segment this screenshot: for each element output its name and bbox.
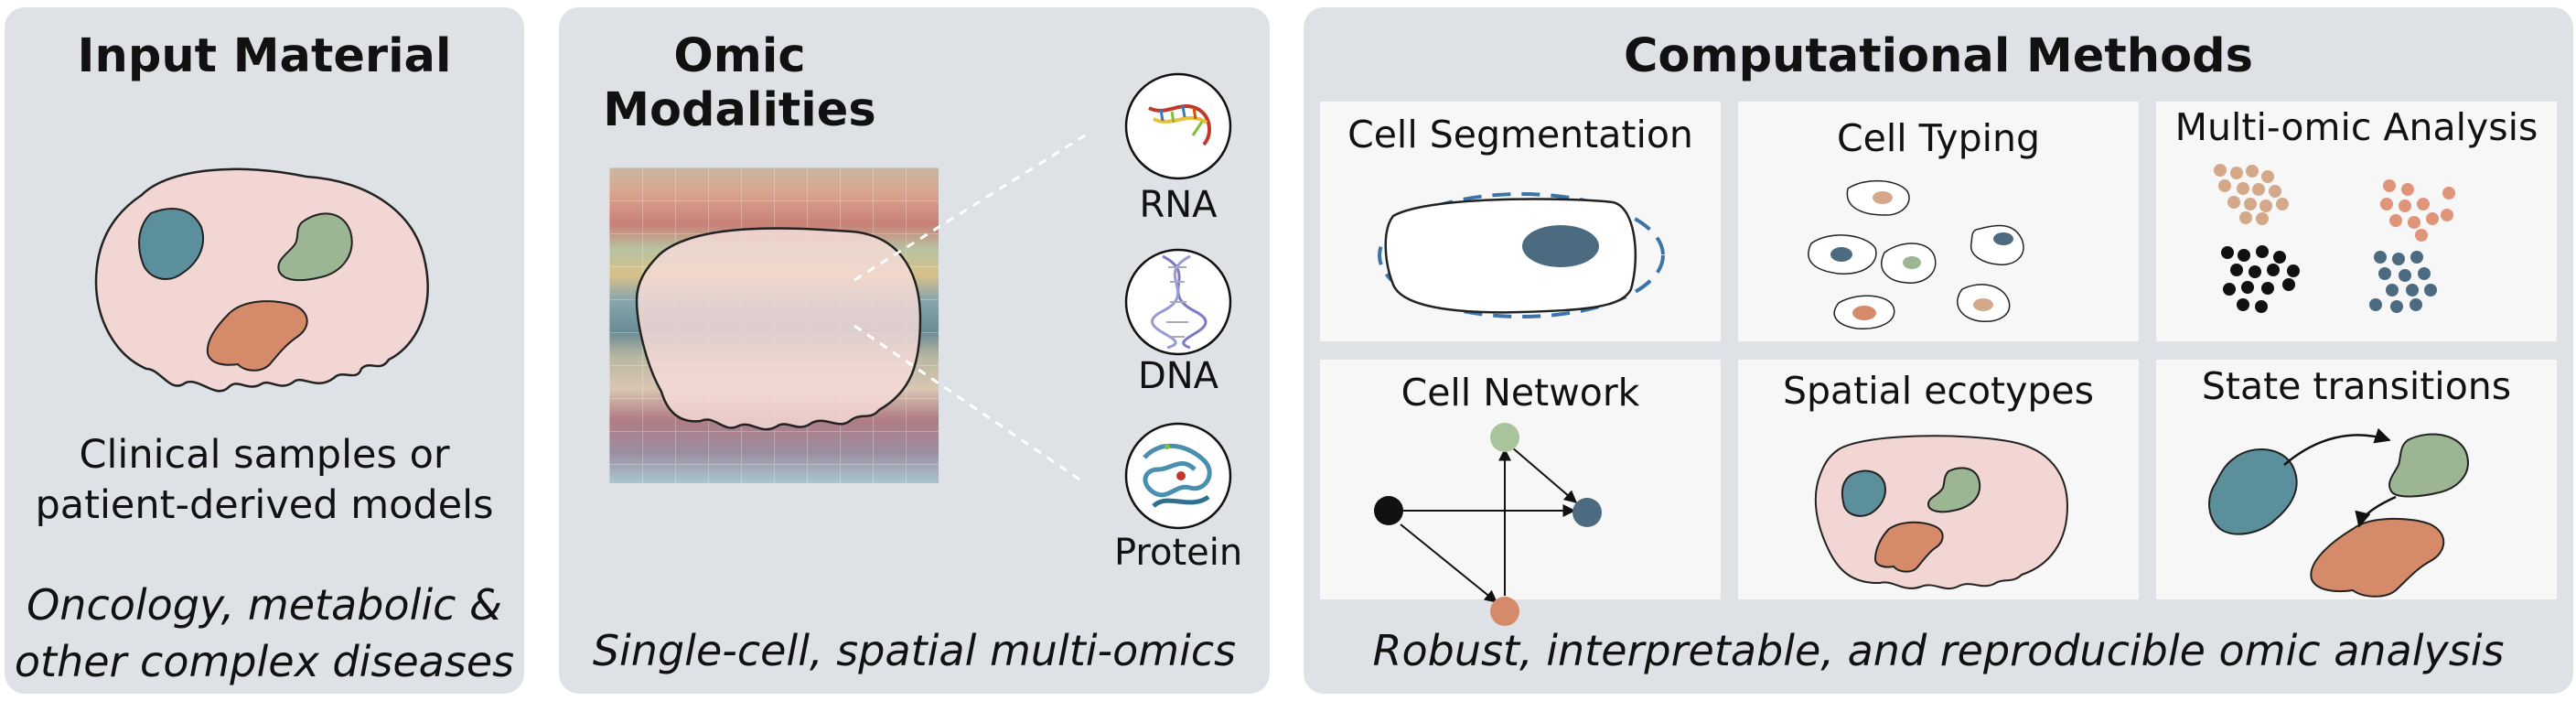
cluster-dot xyxy=(2418,267,2431,280)
multi-omic-cluster-illustration xyxy=(2214,164,2455,313)
cluster-dot xyxy=(2256,245,2269,258)
modality-label-rna: RNA xyxy=(1139,184,1218,226)
teal-region xyxy=(138,208,204,280)
cluster-dot xyxy=(2392,253,2405,265)
green-region xyxy=(277,212,353,282)
cluster-dot xyxy=(2238,249,2250,262)
cluster-dot xyxy=(2390,300,2403,313)
cluster-dot xyxy=(2246,165,2259,178)
cluster-dot xyxy=(2223,283,2236,296)
method-box-cell-network: Cell Network xyxy=(1320,360,1721,626)
cluster-dot xyxy=(2267,264,2280,276)
cluster-dot xyxy=(2239,211,2252,224)
cluster-dot xyxy=(2282,278,2295,291)
cluster-dot xyxy=(2252,183,2265,196)
cluster-dot xyxy=(2221,246,2234,259)
spatial-omics-grid-illustration xyxy=(609,72,1232,530)
method-label: Cell Typing xyxy=(1836,116,2041,160)
cluster-dot xyxy=(2374,251,2387,264)
cluster-dot xyxy=(2227,196,2240,209)
cluster-dot xyxy=(2237,298,2249,311)
cluster-dot xyxy=(2230,167,2243,179)
input-caption-line2: patient-derived models xyxy=(35,482,494,528)
input-footer-line2: other complex diseases xyxy=(14,637,515,686)
cluster-dot xyxy=(2237,182,2249,195)
cluster-dot xyxy=(2276,198,2289,210)
modality-label-dna: DNA xyxy=(1137,355,1219,397)
cluster-dot xyxy=(2380,198,2393,210)
cluster-dot xyxy=(2408,216,2420,229)
cluster-dot xyxy=(2410,251,2423,264)
omic-modalities-panel: Omic Modalities xyxy=(559,7,1270,694)
input-material-title: Input Material xyxy=(77,29,452,83)
cluster-dot xyxy=(2218,179,2231,192)
cluster-dot xyxy=(2244,198,2257,210)
cell-typing-illustration xyxy=(1808,179,2024,329)
cluster-dot xyxy=(2259,200,2272,212)
cluster-dot xyxy=(2261,282,2274,295)
cluster-dot xyxy=(2241,281,2254,294)
cell-network-illustration xyxy=(1374,423,1602,626)
omic-modalities-title: Omic Modalities xyxy=(603,29,876,137)
omic-footer: Single-cell, spatial multi-omics xyxy=(592,626,1237,675)
cluster-dot xyxy=(2406,284,2419,297)
method-box-multi-omic-analysis: Multi-omic Analysis xyxy=(2156,102,2557,341)
cluster-dot xyxy=(2261,170,2274,183)
cluster-dot xyxy=(2249,265,2261,278)
computational-methods-title: Computational Methods xyxy=(1623,29,2253,83)
cluster-dot xyxy=(2256,212,2269,225)
state-transitions-illustration xyxy=(2208,427,2469,598)
cluster-dot xyxy=(2417,198,2430,210)
cluster-dot xyxy=(2383,179,2396,192)
cluster-dot xyxy=(2401,183,2414,196)
dna-helix-icon xyxy=(1124,248,1232,356)
cluster-dot xyxy=(2424,284,2437,297)
method-label: Spatial ecotypes xyxy=(1783,369,2094,413)
method-box-cell-typing: Cell Typing xyxy=(1738,102,2139,341)
cluster-dot xyxy=(2389,214,2402,227)
modality-label-protein: Protein xyxy=(1114,532,1243,574)
method-box-spatial-ecotypes: Spatial ecotypes xyxy=(1738,360,2139,599)
cluster-dot xyxy=(2410,298,2422,311)
cell-segmentation-illustration xyxy=(1378,192,1665,318)
cluster-dot xyxy=(2273,251,2286,264)
tissue-overlay xyxy=(635,227,922,431)
orange-region xyxy=(206,300,308,372)
cluster-dot xyxy=(2441,209,2453,221)
protein-structure-icon xyxy=(1124,422,1232,530)
cluster-dot xyxy=(2255,300,2268,313)
input-footer-line1: Oncology, metabolic & xyxy=(27,580,502,630)
method-label: Cell Network xyxy=(1401,371,1640,415)
method-label: State transitions xyxy=(2201,364,2512,408)
method-box-cell-segmentation: Cell Segmentation xyxy=(1320,102,1721,341)
input-material-panel: Input Material Clinical samples or patie… xyxy=(5,7,524,694)
cluster-dot xyxy=(2415,229,2428,242)
cluster-dot xyxy=(2214,164,2227,177)
tissue-section-illustration xyxy=(94,167,429,393)
method-label: Cell Segmentation xyxy=(1347,113,1693,156)
computational-methods-panel: Computational Methods Cell Segmentation … xyxy=(1304,7,2573,694)
cluster-dot xyxy=(2399,269,2411,282)
input-caption-line1: Clinical samples or xyxy=(79,432,450,478)
cluster-dot xyxy=(2269,185,2281,198)
cluster-dot xyxy=(2386,284,2399,297)
cluster-dot xyxy=(2399,200,2411,212)
cluster-dot xyxy=(2369,298,2382,311)
rna-icon xyxy=(1124,72,1232,180)
cluster-dot xyxy=(2287,264,2300,277)
cluster-dot xyxy=(2378,267,2391,280)
cluster-dot xyxy=(2426,212,2439,225)
method-label: Multi-omic Analysis xyxy=(2174,105,2538,149)
cluster-dot xyxy=(2230,264,2243,276)
spatial-ecotypes-illustration xyxy=(1814,435,2069,590)
method-box-state-transitions: State transitions xyxy=(2156,360,2557,599)
cluster-dot xyxy=(2442,187,2455,200)
methods-footer: Robust, interpretable, and reproducible … xyxy=(1372,626,2505,675)
